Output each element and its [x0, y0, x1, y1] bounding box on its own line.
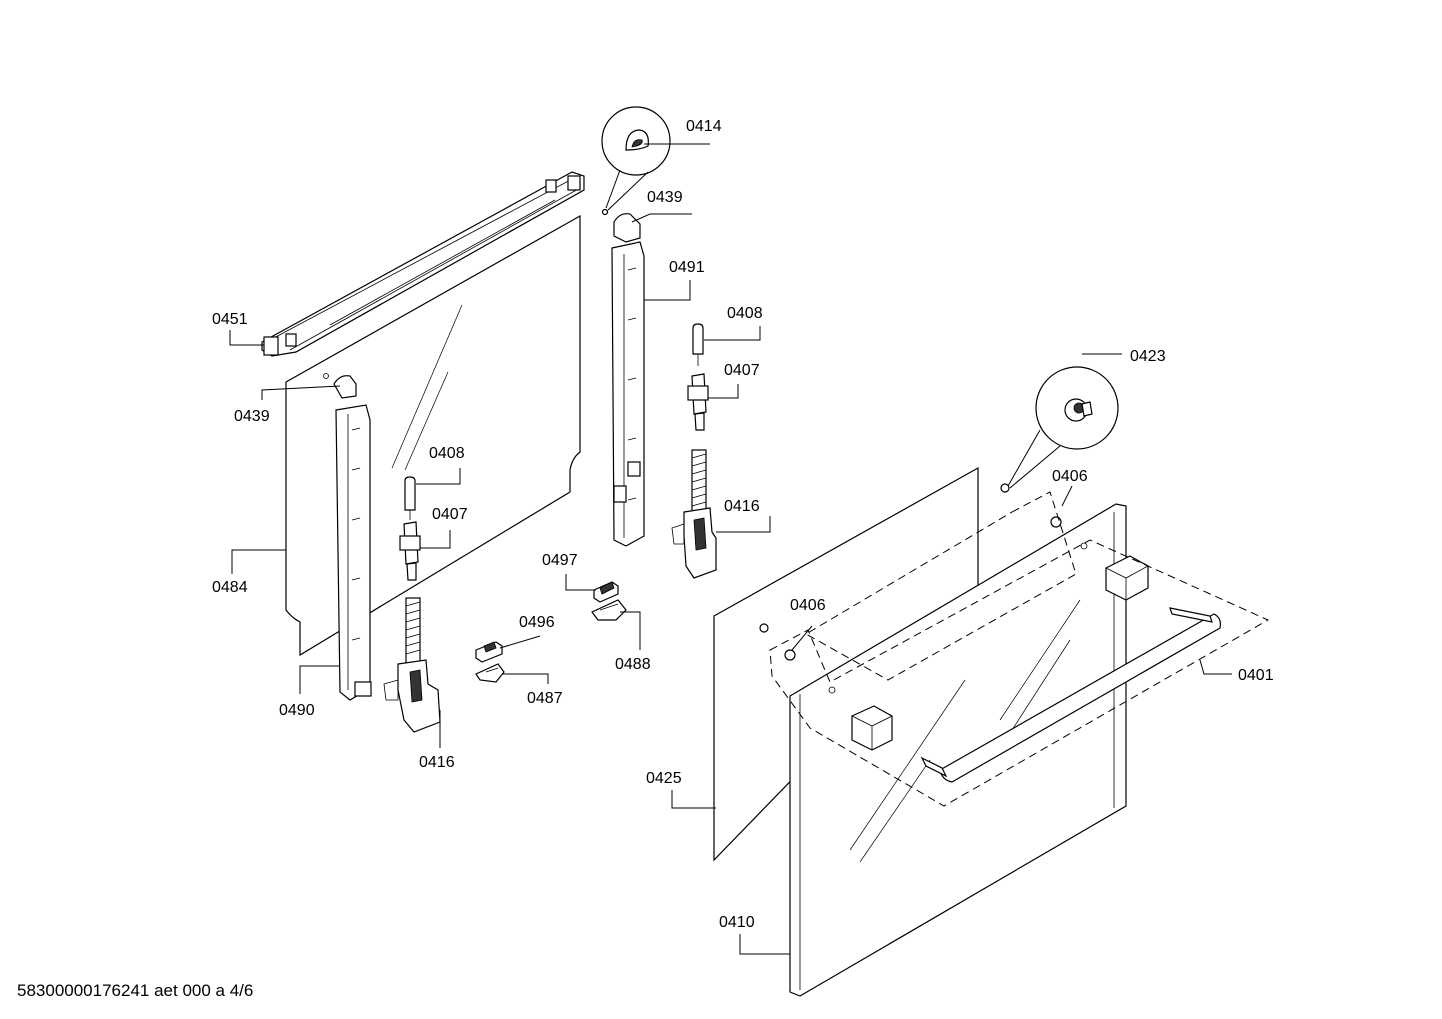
label-0401: 0401 [1238, 667, 1274, 684]
part-0439-left-clip [333, 375, 357, 399]
label-0416-left: 0416 [419, 754, 455, 771]
part-0488-clip [591, 599, 627, 621]
label-0496: 0496 [519, 614, 555, 631]
part-0416-left-hinge [383, 597, 441, 733]
part-0451-top-trim [261, 171, 585, 357]
label-0439-top: 0439 [647, 189, 683, 206]
callout-labels: 0414 0439 0491 0408 0407 0423 0451 0439 … [212, 118, 1274, 931]
dashed-envelope-top [804, 491, 1077, 681]
label-0425: 0425 [646, 770, 682, 787]
part-0423-detail [1000, 366, 1119, 493]
part-0497-clip [593, 581, 619, 603]
label-0408-left: 0408 [429, 445, 465, 462]
label-0451: 0451 [212, 311, 248, 328]
part-0414-detail [601, 106, 671, 216]
label-0488: 0488 [615, 656, 651, 673]
dashed-envelope-handle [769, 539, 1270, 807]
part-0439-top-clip [613, 213, 641, 243]
label-0484: 0484 [212, 579, 248, 596]
part-0408-left-pin [404, 476, 416, 520]
label-0414: 0414 [686, 118, 722, 135]
part-0410-front-panel [789, 503, 1127, 997]
part-door-blocks [851, 555, 1149, 751]
part-0407-right-bolt [687, 373, 709, 431]
label-0491: 0491 [669, 259, 705, 276]
label-0407-left: 0407 [432, 506, 468, 523]
label-0410: 0410 [719, 914, 755, 931]
label-0406-mid: 0406 [790, 597, 826, 614]
label-0416-right: 0416 [724, 498, 760, 515]
drawing-code: 58300000176241 aet 000 a 4/6 [17, 981, 254, 1000]
label-0487: 0487 [527, 690, 563, 707]
part-0487-clip [475, 663, 505, 683]
label-0423: 0423 [1130, 348, 1166, 365]
part-0407-left-bolt [399, 521, 421, 581]
label-0439-left: 0439 [234, 408, 270, 425]
part-0401-handle [920, 607, 1221, 783]
label-0407-right: 0407 [724, 362, 760, 379]
part-0408-right-pin [692, 323, 704, 366]
part-0491-right-rail [611, 241, 645, 547]
leader-lines [229, 143, 1232, 955]
part-0490-left-rail [335, 404, 372, 701]
part-0484-inner-glass [285, 214, 581, 657]
label-0490: 0490 [279, 702, 315, 719]
label-0406-top: 0406 [1052, 468, 1088, 485]
label-0408-right: 0408 [727, 305, 763, 322]
part-0496-clip [475, 641, 503, 663]
part-0416-right-hinge [671, 449, 717, 579]
label-0497: 0497 [542, 552, 578, 569]
